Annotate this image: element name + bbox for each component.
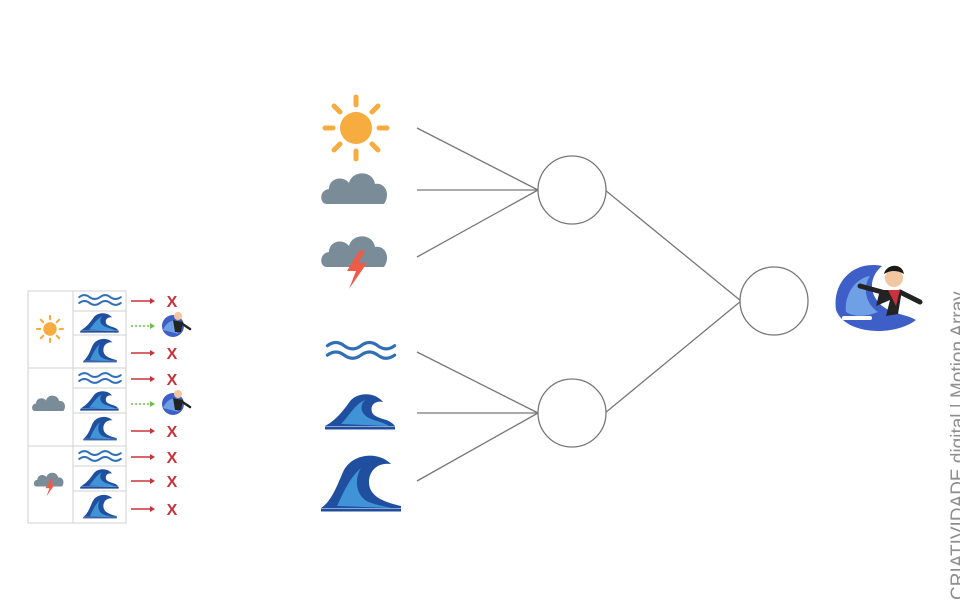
big-wave-icon bbox=[82, 338, 118, 363]
cloud-icon bbox=[32, 395, 66, 411]
result-arrowhead bbox=[150, 298, 155, 304]
result-arrowhead bbox=[150, 323, 155, 329]
connection-line bbox=[416, 351, 539, 414]
storm-cloud-icon bbox=[321, 236, 388, 289]
connection-line bbox=[604, 189, 742, 302]
result-arrowhead bbox=[150, 376, 155, 382]
hidden-node-top bbox=[537, 155, 607, 225]
result-arrowhead bbox=[150, 506, 155, 512]
calm-water-icon bbox=[78, 372, 122, 384]
table-grid bbox=[27, 290, 127, 524]
fail-mark: X bbox=[167, 294, 178, 311]
calm-water-icon bbox=[325, 340, 397, 360]
result-arrowhead bbox=[150, 401, 155, 407]
surfer-icon bbox=[836, 265, 920, 331]
connection-line bbox=[604, 300, 742, 414]
storm-cloud-icon bbox=[33, 472, 64, 497]
output-node bbox=[739, 266, 809, 336]
medium-wave-icon bbox=[79, 468, 120, 489]
hidden-node-bottom bbox=[537, 378, 607, 448]
big-wave-icon bbox=[319, 454, 403, 512]
result-arrowhead bbox=[150, 428, 155, 434]
sun-icon bbox=[35, 314, 65, 344]
big-wave-icon bbox=[82, 494, 118, 519]
fail-mark: X bbox=[167, 424, 178, 441]
connection-line bbox=[416, 412, 539, 482]
fail-mark: X bbox=[167, 502, 178, 519]
big-wave-icon bbox=[82, 416, 118, 441]
cloud-icon bbox=[321, 173, 388, 204]
result-arrowhead bbox=[150, 350, 155, 356]
credit-text: CRIATIVIDADE.digital | Motion Array bbox=[948, 291, 960, 600]
result-arrowhead bbox=[150, 478, 155, 484]
medium-wave-icon bbox=[323, 392, 397, 430]
fail-mark: X bbox=[167, 474, 178, 491]
network-connections bbox=[416, 127, 742, 482]
medium-wave-icon bbox=[79, 390, 120, 411]
fail-mark: X bbox=[167, 450, 178, 467]
medium-wave-icon bbox=[79, 312, 120, 333]
sun-icon bbox=[325, 97, 387, 159]
surfer-icon bbox=[160, 388, 192, 417]
connection-line bbox=[416, 127, 539, 191]
connection-line bbox=[416, 189, 539, 258]
result-arrowhead bbox=[150, 454, 155, 460]
fail-mark: X bbox=[167, 372, 178, 389]
fail-mark: X bbox=[167, 346, 178, 363]
calm-water-icon bbox=[78, 294, 122, 306]
surfer-icon bbox=[160, 310, 192, 339]
calm-water-icon bbox=[78, 450, 122, 462]
